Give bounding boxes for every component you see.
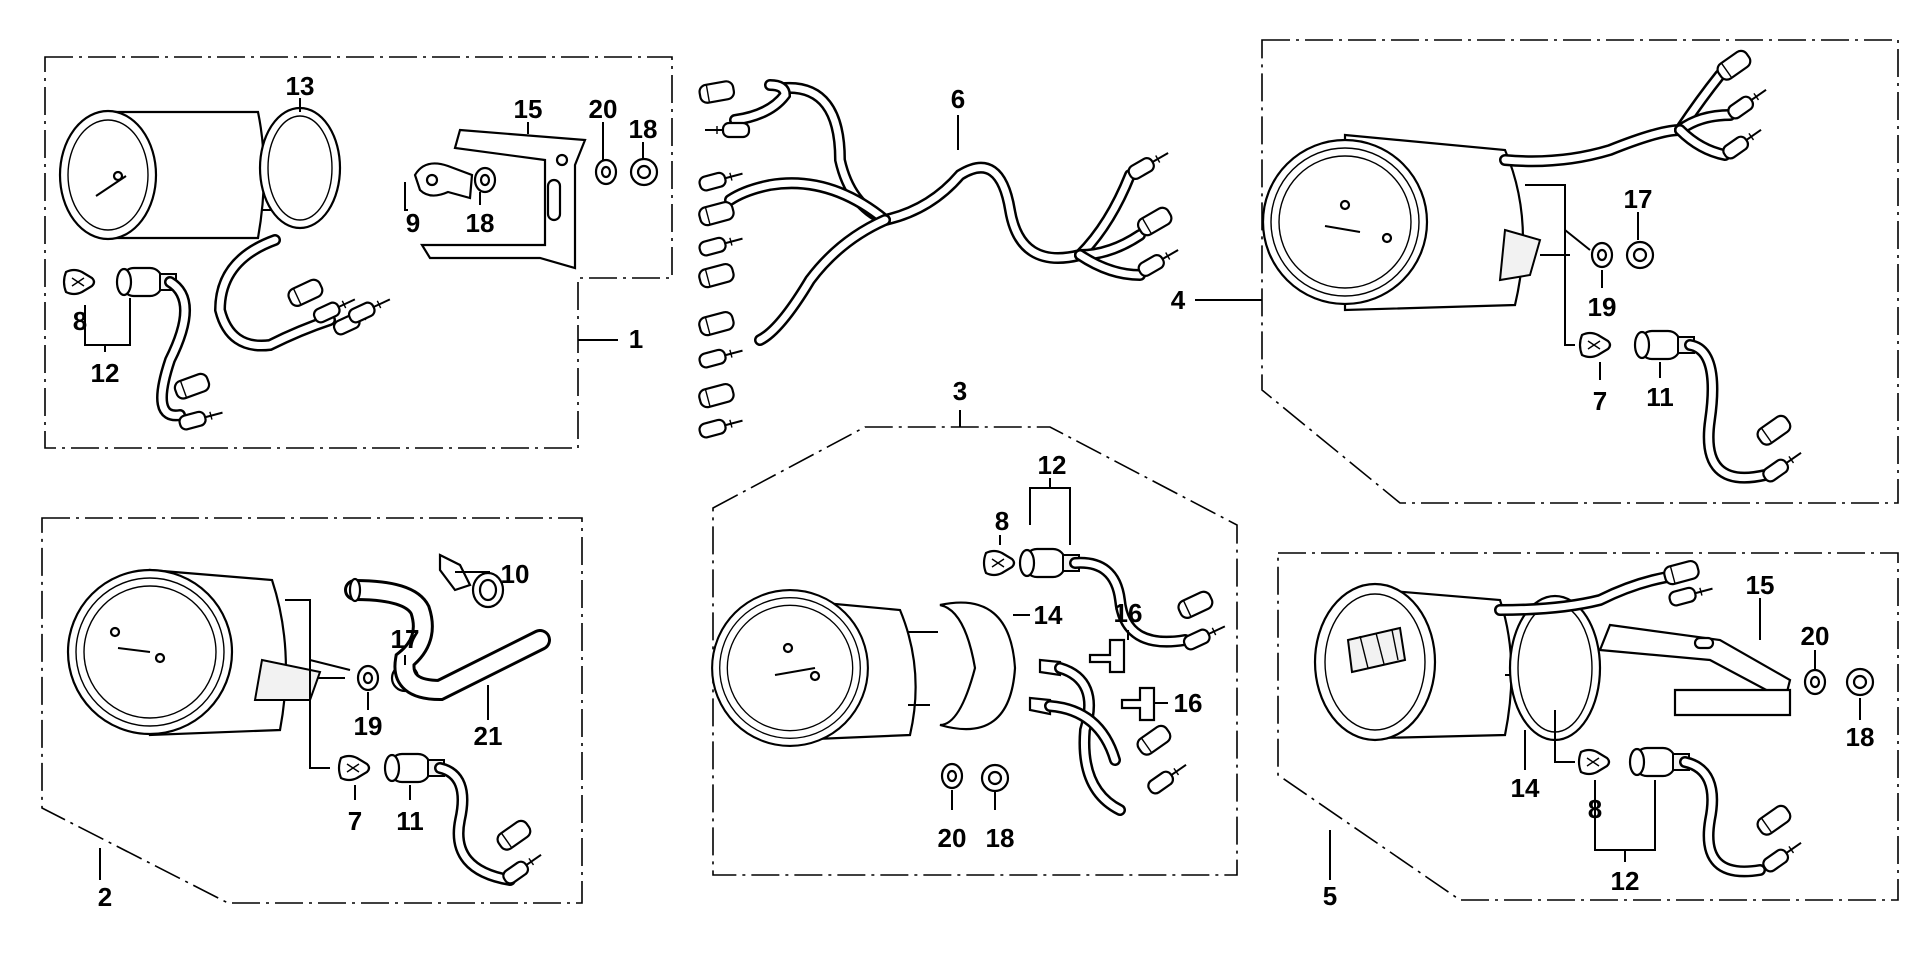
- bracket-15: [420, 128, 587, 270]
- clip-10: [438, 553, 505, 609]
- callout-11: 11: [1646, 382, 1674, 412]
- callout-18: 18: [466, 208, 495, 238]
- callout-20: 20: [589, 94, 618, 124]
- callout-11: 11: [396, 806, 424, 836]
- callout-2: 2: [98, 882, 112, 912]
- callout-18: 18: [629, 114, 658, 144]
- callout-19: 19: [354, 711, 383, 741]
- callout-7: 7: [348, 806, 362, 836]
- callout-18: 18: [986, 823, 1015, 853]
- callout-15: 15: [514, 94, 543, 124]
- callout-5: 5: [1323, 881, 1337, 911]
- wire-harness-6: 6: [696, 79, 1183, 440]
- callout-12: 12: [1038, 450, 1067, 480]
- callout-20: 20: [1801, 621, 1830, 651]
- mounting-ring-14: [939, 601, 1017, 731]
- mounting-ring-13: [258, 106, 342, 230]
- callout-12: 12: [1611, 866, 1640, 896]
- assembly-1: 13 15 20 18 9 18 8 12 1: [44, 56, 673, 449]
- callout-8: 8: [1588, 794, 1602, 824]
- callout-10: 10: [501, 559, 530, 589]
- assembly-5: 15 20 14 18 8 12 5: [1277, 552, 1899, 911]
- gauge-4: [1261, 133, 1542, 312]
- callout-4: 4: [1171, 285, 1186, 315]
- callout-17: 17: [1624, 184, 1653, 214]
- callout-17: 17: [391, 624, 420, 654]
- callout-9: 9: [406, 208, 420, 238]
- callout-16: 16: [1174, 688, 1203, 718]
- callout-15: 15: [1746, 570, 1775, 600]
- assembly-4: 4 17 19 7 11: [1171, 39, 1899, 504]
- callout-1: 1: [629, 324, 643, 354]
- assembly-3: 3 12 8 14 16 16 20 18: [711, 376, 1238, 876]
- callout-3: 3: [953, 376, 967, 406]
- callout-18: 18: [1846, 722, 1875, 752]
- bracket-15b: [1598, 623, 1792, 717]
- gauge-5: [1313, 582, 1545, 742]
- callout-13: 13: [286, 71, 315, 101]
- callout-6: 6: [951, 84, 965, 114]
- callout-21: 21: [474, 721, 503, 751]
- assembly-2: 10 17 19 21 7 11 2: [41, 517, 583, 912]
- callout-12: 12: [91, 358, 120, 388]
- gauge-2: [66, 568, 322, 737]
- callout-14: 14: [1511, 773, 1540, 803]
- gauge-3: [711, 589, 938, 747]
- callout-7: 7: [1593, 386, 1607, 416]
- callout-16: 16: [1114, 598, 1143, 628]
- callout-8: 8: [995, 506, 1009, 536]
- callout-14: 14: [1034, 600, 1063, 630]
- hose-21: [344, 577, 551, 702]
- callout-20: 20: [938, 823, 967, 853]
- clamp-9: [413, 162, 474, 200]
- callout-19: 19: [1588, 292, 1617, 322]
- callout-8: 8: [73, 306, 87, 336]
- gauge-1: [58, 109, 286, 241]
